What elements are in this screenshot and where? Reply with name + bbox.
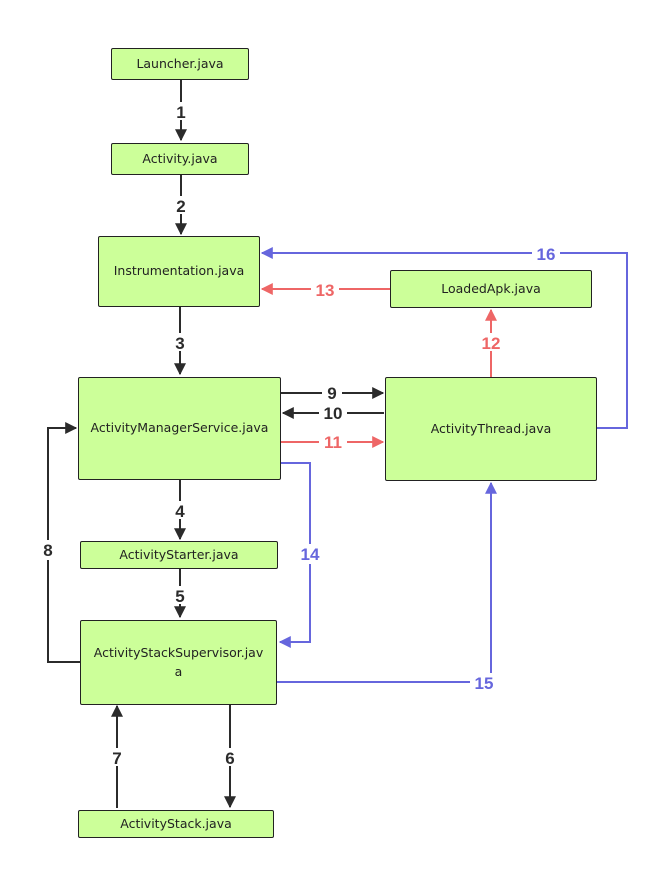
- edge-12: 12: [478, 308, 504, 377]
- node-instrumentation: Instrumentation.java: [98, 236, 260, 307]
- edge-6: 6: [221, 705, 239, 809]
- edge-1: 1: [172, 80, 190, 142]
- edge-label-15: 15: [475, 674, 494, 693]
- edge-3: 3: [171, 307, 189, 376]
- edge-label-13: 13: [316, 281, 335, 300]
- edge-7: 7: [108, 704, 126, 808]
- edge-15: 15: [277, 481, 498, 693]
- node-activitymanagerservice: ActivityManagerService.java: [78, 377, 281, 480]
- edge-9: 9: [281, 384, 385, 403]
- node-activitystarter: ActivityStarter.java: [80, 541, 278, 569]
- node-launcher: Launcher.java: [111, 48, 249, 80]
- edge-14: 14: [278, 462, 324, 648]
- node-activity: Activity.java: [111, 143, 249, 175]
- edge-8: 8: [39, 422, 80, 663]
- edge-10: 10: [281, 404, 384, 423]
- edge-label-3: 3: [175, 334, 184, 353]
- edge-label-9: 9: [327, 384, 336, 403]
- edge-16: 16: [260, 244, 628, 429]
- edge-label-8: 8: [43, 541, 52, 560]
- edge-13: 13: [260, 280, 390, 300]
- edge-5: 5: [171, 569, 189, 619]
- edge-label-14: 14: [301, 545, 320, 564]
- node-activitythread: ActivityThread.java: [385, 377, 597, 481]
- edge-label-2: 2: [176, 197, 185, 216]
- edge-4: 4: [171, 480, 189, 541]
- edge-label-1: 1: [176, 103, 185, 122]
- edge-label-12: 12: [482, 334, 501, 353]
- edge-label-11: 11: [324, 433, 342, 452]
- edge-label-7: 7: [112, 749, 121, 768]
- node-loadedapk: LoadedApk.java: [390, 270, 592, 308]
- edge-label-10: 10: [324, 404, 343, 423]
- edge-2: 2: [172, 175, 190, 236]
- edge-label-4: 4: [175, 502, 185, 521]
- node-activitystack: ActivityStack.java: [78, 810, 274, 838]
- edge-label-5: 5: [175, 587, 184, 606]
- edge-label-16: 16: [537, 245, 556, 264]
- edge-11: 11: [281, 433, 385, 452]
- edge-label-6: 6: [225, 749, 234, 768]
- node-activitystacksupervisor: ActivityStackSupervisor.java: [80, 620, 277, 705]
